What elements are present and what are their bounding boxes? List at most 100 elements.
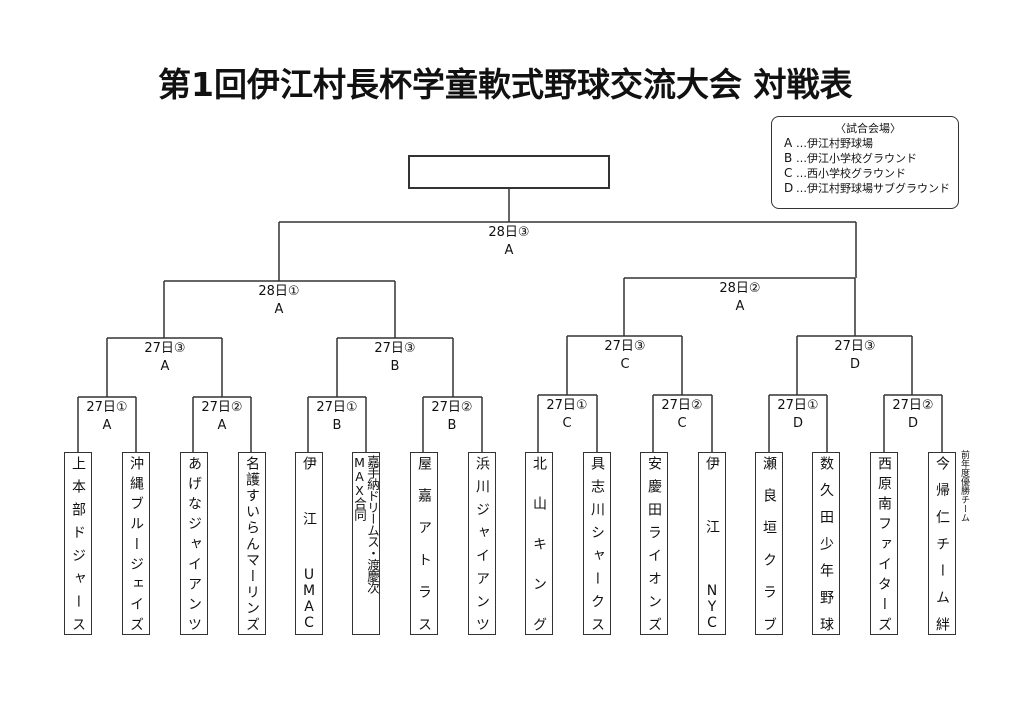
r1-6-connector (652, 394, 713, 452)
team-box: 瀬良垣クラブ (755, 452, 783, 635)
match-venue: B (332, 418, 342, 433)
venue-legend: 〈試合会場〉 A…伊江村野球場 B…伊江小学校グラウンド C…西小学校グラウンド… (771, 116, 959, 209)
qf1-connector (106, 337, 223, 397)
match-r1-5: 27日① C (527, 397, 607, 433)
legend-venue-c: C…西小学校グラウンド (784, 166, 952, 181)
legend-key: A (784, 136, 793, 150)
team-name: 名護すいらんマーリンズ (244, 456, 260, 631)
match-venue: B (390, 359, 400, 374)
legend-venue-name: …伊江村野球場サブグラウンド (796, 182, 950, 195)
match-venue: A (102, 418, 112, 433)
page-title: 第1回伊江村長杯学童軟式野球交流大会 対戦表 (158, 65, 853, 104)
match-final: 28日③ A (469, 224, 549, 260)
legend-key: D (784, 181, 794, 195)
match-slot: 28日③ (488, 225, 530, 240)
team-box: 今帰仁チーム絆 (928, 452, 956, 635)
team-name: 今帰仁チーム絆 (934, 456, 950, 631)
r1-4-connector (422, 396, 483, 452)
legend-venue-name: …西小学校グラウンド (796, 167, 906, 180)
match-venue: A (217, 418, 227, 433)
match-slot: 27日② (892, 398, 934, 413)
match-qf2: 27日③ B (355, 340, 435, 376)
legend-venue-b: B…伊江小学校グラウンド (784, 151, 952, 166)
match-venue: B (447, 418, 457, 433)
team-name: 具志川シャークス (589, 456, 605, 631)
team-name: 伊江NYC (704, 456, 720, 631)
match-slot: 27日③ (144, 341, 186, 356)
legend-venue-name: …伊江小学校グラウンド (796, 152, 917, 165)
r1-1-connector (77, 396, 137, 452)
match-venue: A (160, 359, 170, 374)
legend-key: C (784, 166, 793, 180)
match-qf3: 27日③ C (585, 338, 665, 374)
match-slot: 28日② (719, 281, 761, 296)
match-venue: C (677, 416, 687, 431)
match-venue: D (849, 357, 860, 372)
legend-venue-d: D…伊江村野球場サブグラウンド (784, 181, 952, 196)
match-venue: C (562, 416, 572, 431)
defending-champion-note: 前年度優勝チーム (959, 450, 969, 522)
match-r1-8: 27日② D (873, 397, 953, 433)
match-r1-4: 27日② B (412, 399, 492, 435)
match-r1-2: 27日② A (182, 399, 262, 435)
match-venue: D (792, 416, 803, 431)
r1-5-connector (537, 394, 598, 452)
r1-7-connector (768, 394, 828, 452)
r1-3-connector (307, 396, 367, 452)
r1-2-connector (192, 396, 252, 452)
match-qf4: 27日③ D (815, 338, 895, 374)
team-box: 嘉手納ドリームス・渡慶次MAX合同 (352, 452, 380, 635)
team-name: 屋嘉アトラス (416, 456, 432, 631)
legend-heading: 〈試合会場〉 (835, 122, 901, 135)
match-r1-1: 27日① A (67, 399, 147, 435)
team-box: 具志川シャークス (583, 452, 611, 635)
match-r1-7: 27日① D (758, 397, 838, 433)
legend-key: B (784, 151, 793, 165)
match-venue: C (620, 357, 630, 372)
match-slot: 27日③ (834, 339, 876, 354)
match-qf1: 27日③ A (125, 340, 205, 376)
match-slot: 27日① (86, 400, 128, 415)
legend-venue-name: …伊江村野球場 (796, 137, 873, 150)
match-slot: 27日① (777, 398, 819, 413)
match-venue: A (504, 243, 514, 258)
team-box: 安慶田ライオンズ (640, 452, 668, 635)
qf2-connector (336, 337, 454, 397)
team-name: 上本部ドジャース (70, 456, 86, 631)
team-name: 浜川ジャイアンツ (474, 456, 490, 631)
team-name: 西原南ファイターズ (876, 456, 892, 631)
match-r1-6: 27日② C (642, 397, 722, 433)
team-box: 名護すいらんマーリンズ (238, 452, 266, 635)
match-venue: A (274, 302, 284, 317)
team-name: あげなジャイアンツ (186, 456, 202, 631)
team-box: 浜川ジャイアンツ (468, 452, 496, 635)
champion-box (408, 155, 610, 189)
team-box: 上本部ドジャース (64, 452, 92, 635)
final-connector (278, 189, 857, 281)
team-name: 伊江UMAC (301, 456, 317, 631)
team-name: 嘉手納ドリームス・渡慶次MAX合同 (352, 455, 380, 593)
team-box: 伊江NYC (698, 452, 726, 635)
team-name: 北山キング (531, 456, 547, 631)
qf3-connector (566, 335, 683, 395)
match-venue: D (907, 416, 918, 431)
match-slot: 27日① (316, 400, 358, 415)
r1-8-connector (883, 394, 943, 452)
team-name: 沖縄ブルージェイズ (128, 456, 144, 631)
qf4-connector (796, 335, 913, 395)
team-box: 屋嘉アトラス (410, 452, 438, 635)
match-slot: 27日① (546, 398, 588, 413)
match-venue: A (735, 299, 745, 314)
team-box: 数久田少年野球 (812, 452, 840, 635)
match-slot: 27日② (661, 398, 703, 413)
match-slot: 27日③ (604, 339, 646, 354)
match-slot: 27日② (431, 400, 473, 415)
semi-left-connector (163, 280, 396, 338)
team-name: 数久田少年野球 (818, 456, 834, 631)
match-slot: 27日② (201, 400, 243, 415)
match-r1-3: 27日① B (297, 399, 377, 435)
match-slot: 27日③ (374, 341, 416, 356)
team-name: 瀬良垣クラブ (761, 456, 777, 631)
